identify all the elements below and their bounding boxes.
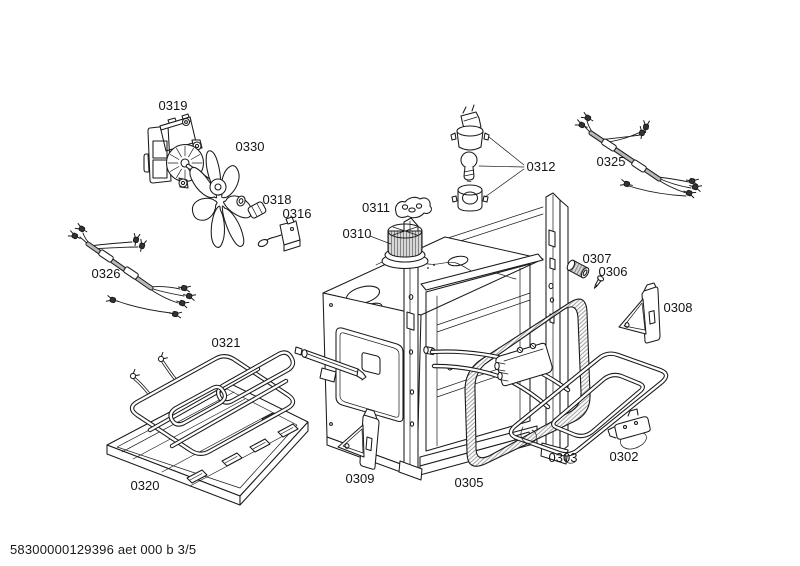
leader-lines-0312 [478,136,525,198]
front-frame-top-member [420,253,544,291]
part-label-0302: 0302 [610,449,639,464]
page-footer-code: 58300000129396 aet 000 b 3/5 [10,542,197,557]
wiring-harness-0325 [574,111,703,199]
lamp-lens-0312 [451,184,489,212]
part-label-0312: 0312 [527,159,556,174]
lamp-clamp-0311 [395,196,432,219]
grill-element-0303 [429,342,669,464]
clamp-bracket-0302 [607,408,651,450]
part-label-0310: 0310 [343,226,372,241]
fan-impeller-0330 [187,150,253,252]
front-mounting-rail [398,217,423,481]
shelf-rail-tube [294,346,367,383]
grill-support-bracket [494,342,553,387]
part-label-0321: 0321 [212,335,241,350]
bottom-heating-element-0321 [127,350,296,456]
part-label-0320: 0320 [131,478,160,493]
fan-washer-0318 [236,195,246,207]
bottom-panel-0320 [106,381,309,506]
lamp-housing-0310 [381,223,429,270]
part-label-0318: 0318 [263,192,292,207]
cavity-opening [425,263,531,452]
part-label-0309: 0309 [346,471,375,486]
screw-0306 [593,275,605,289]
leader-line-0310 [369,235,392,245]
roof-vent-oval-right [447,255,469,267]
support-bracket-0308 [618,282,661,344]
shelf-stud [423,346,429,354]
part-label-0325: 0325 [597,154,626,169]
fan-motor-0319 [143,113,217,189]
part-label-0316: 0316 [283,206,312,221]
part-label-0306: 0306 [599,264,628,279]
lamp-bulb-0312 [460,151,478,182]
fan-nut-0318 [247,201,267,219]
support-bracket-0309 [337,408,380,470]
spacer-bushing-0307 [566,259,590,279]
lamp-socket-0312 [450,104,490,151]
part-label-0319: 0319 [159,98,188,113]
part-label-0330: 0330 [236,139,265,154]
door-gasket-0305 [464,298,591,467]
part-label-0305: 0305 [455,475,484,490]
switch-0316 [257,216,301,252]
part-label-0303: 0303 [549,450,578,465]
part-label-0326: 0326 [92,266,121,281]
part-label-0308: 0308 [664,300,693,315]
part-label-0311: 0311 [362,200,390,215]
wiring-harness-0326 [67,222,197,319]
part-label-0307: 0307 [583,251,612,266]
